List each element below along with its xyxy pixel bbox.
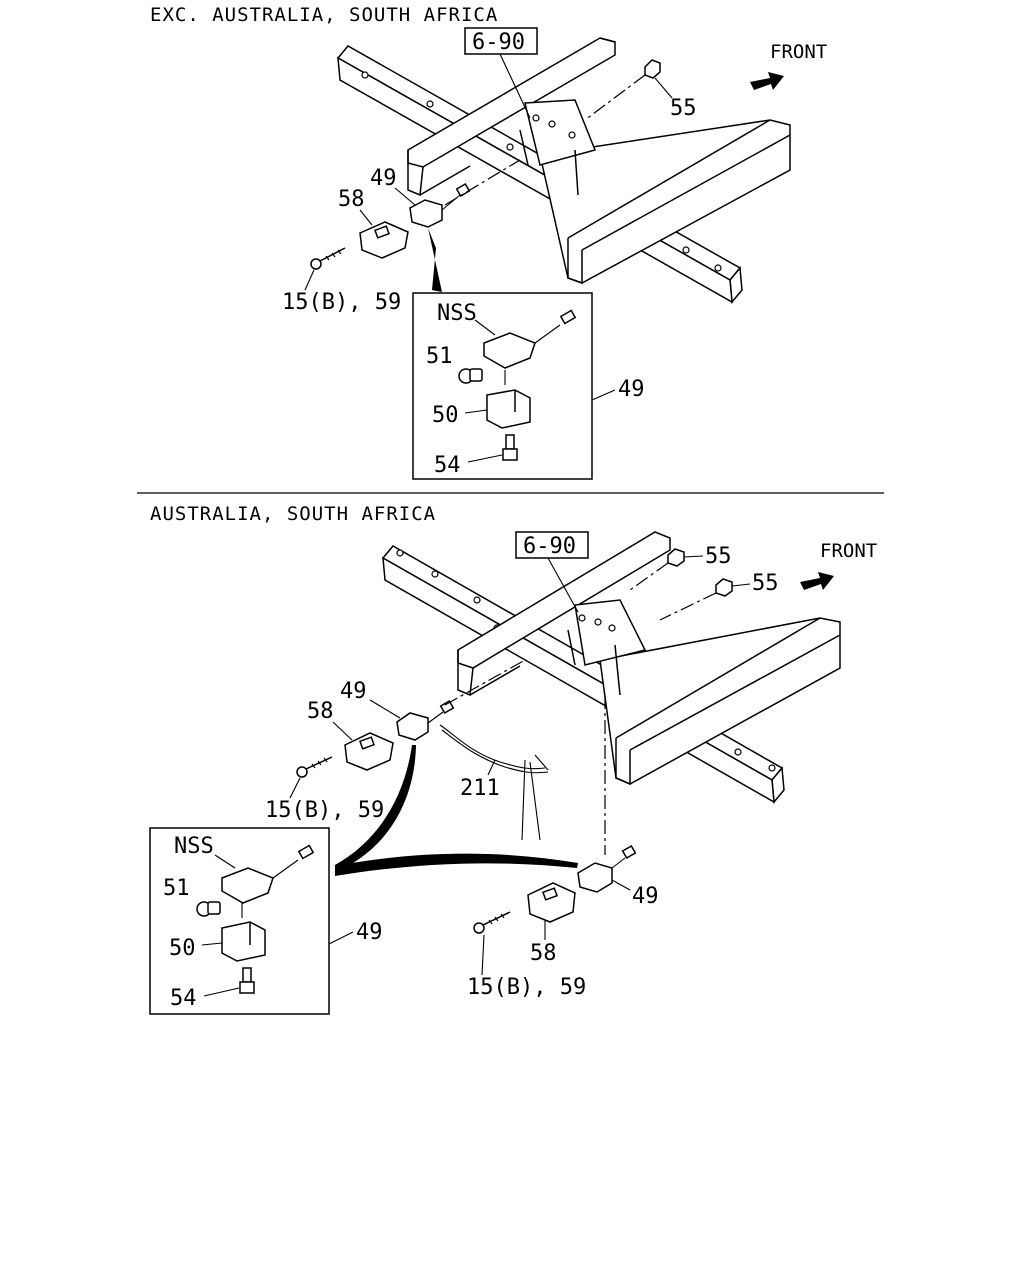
front-arrow-icon [800, 572, 834, 590]
detail-bulb: 51 [163, 876, 190, 901]
callout-cover-left: 58 [307, 699, 334, 724]
section-bottom: AUSTRALIA, SOUTH AFRICA [149, 503, 877, 1015]
callout-cover: 58 [338, 187, 365, 212]
detail-pointer [335, 853, 578, 876]
section-top: EXC. AUSTRALIA, SOUTH AFRICA [150, 4, 827, 480]
callout-cover-right: 58 [530, 941, 557, 966]
callout-sensor-right: 49 [632, 884, 659, 909]
bulb-icon [458, 368, 483, 384]
front-arrow-icon [750, 72, 784, 90]
bracket-icon [486, 389, 531, 429]
detail-box [412, 292, 593, 480]
bulb-icon [196, 901, 221, 917]
bolt-icon [473, 911, 511, 934]
detail-bracket: 50 [169, 936, 196, 961]
detail-screw: 54 [170, 986, 197, 1011]
cover-icon [344, 732, 394, 771]
sensor-mount [567, 599, 647, 696]
detail-pointer [428, 228, 442, 292]
ref-box [515, 531, 589, 559]
bolt-icon [296, 756, 333, 778]
upper-channel [457, 531, 671, 697]
callout-sensor-left: 49 [340, 679, 367, 704]
detail-screw: 54 [434, 453, 461, 478]
callout-bolt-left: 15(B), 59 [265, 798, 384, 823]
side-member [599, 617, 841, 786]
callout-harness: 211 [460, 776, 500, 801]
detail-nss: NSS [174, 834, 214, 859]
sensor-icon [396, 659, 526, 741]
nut-icon [629, 548, 685, 591]
callout-bolt: 15(B), 59 [282, 290, 401, 315]
detail-nss: NSS [437, 301, 477, 326]
ref-box-label: 6-90 [523, 534, 576, 559]
nut-icon [659, 578, 733, 621]
sensor-mount [519, 99, 597, 196]
nss-sensor-icon [221, 844, 315, 904]
detail-assembly: 49 [356, 920, 383, 945]
screw-icon [239, 967, 255, 994]
cover-icon [527, 882, 576, 923]
detail-bulb: 51 [426, 344, 453, 369]
callout-nut-a: 55 [705, 544, 732, 569]
callout-sensor: 49 [370, 166, 397, 191]
ref-box [464, 27, 538, 55]
ref-box-label: 6-90 [472, 30, 525, 55]
front-label: FRONT [770, 41, 827, 63]
side-member [539, 119, 791, 285]
front-label: FRONT [820, 540, 877, 562]
nss-sensor-icon [483, 309, 577, 369]
section-heading: AUSTRALIA, SOUTH AFRICA [150, 503, 436, 525]
detail-pointer [335, 745, 416, 872]
upper-channel [407, 37, 616, 197]
cover-icon [359, 221, 409, 259]
bolt-icon [310, 247, 346, 270]
sensor-icon [409, 159, 521, 228]
callout-nut: 55 [670, 96, 697, 121]
sensor-icon [577, 845, 637, 893]
bracket-icon [221, 921, 266, 962]
detail-box [149, 827, 330, 1015]
callout-bolt-right: 15(B), 59 [467, 975, 586, 1000]
screw-icon [502, 434, 518, 461]
harness-icon [439, 724, 549, 841]
detail-assembly: 49 [618, 377, 645, 402]
section-heading: EXC. AUSTRALIA, SOUTH AFRICA [150, 4, 498, 26]
detail-bracket: 50 [432, 403, 459, 428]
callout-nut-b: 55 [752, 571, 779, 596]
nut-icon [584, 59, 661, 121]
